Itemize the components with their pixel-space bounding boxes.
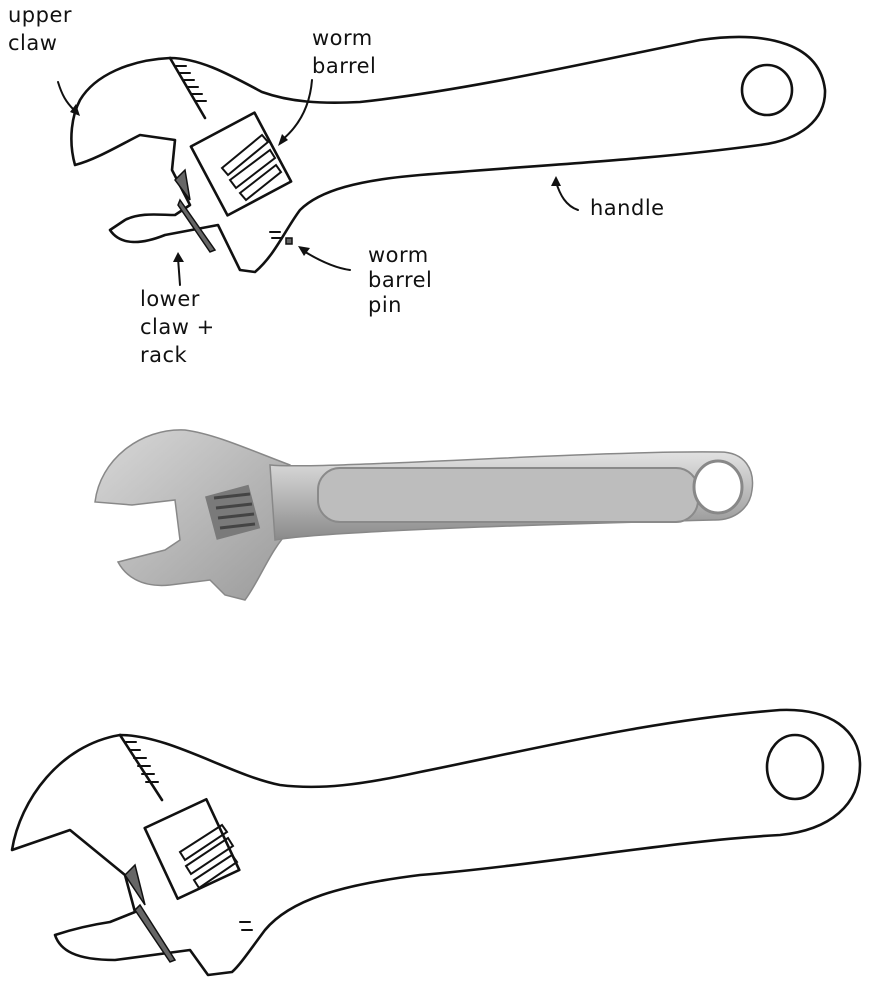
photo-wrench-render (94, 429, 754, 601)
worm-barrel-housing (189, 111, 293, 217)
rack-shading (174, 168, 191, 201)
wrench-outline (70, 35, 827, 274)
arrows (57, 79, 579, 286)
pin-ticks (269, 231, 283, 239)
photo-worm-gear (205, 484, 261, 540)
jaw-inner-line (168, 56, 207, 120)
worm-barrel-housing-2 (143, 797, 241, 901)
unlabeled-wrench-sketch (0, 690, 872, 1001)
worm-barrel-threads (220, 133, 283, 202)
wrench-photo (0, 390, 872, 630)
rack-teeth-shading (177, 198, 217, 253)
hang-hole-2 (765, 733, 825, 801)
photo-handle-groove (317, 467, 699, 523)
scale-ticks (175, 65, 207, 102)
scale-ticks-2 (125, 741, 159, 783)
rack-shading-2 (124, 863, 146, 906)
unlabeled-sketch-drawing (10, 708, 862, 977)
photo-wrench-head (94, 429, 291, 601)
photo-hang-hole (692, 459, 744, 515)
jaw-inner-line-2 (118, 733, 164, 802)
hang-hole (740, 63, 794, 117)
worm-barrel-threads-2 (178, 823, 239, 890)
wrench-outline-2 (10, 708, 862, 977)
worm-barrel-pin (285, 237, 293, 245)
rack-teeth-shading-2 (134, 903, 177, 963)
pin-ticks-2 (239, 921, 253, 931)
label-handle: handle (590, 196, 665, 220)
